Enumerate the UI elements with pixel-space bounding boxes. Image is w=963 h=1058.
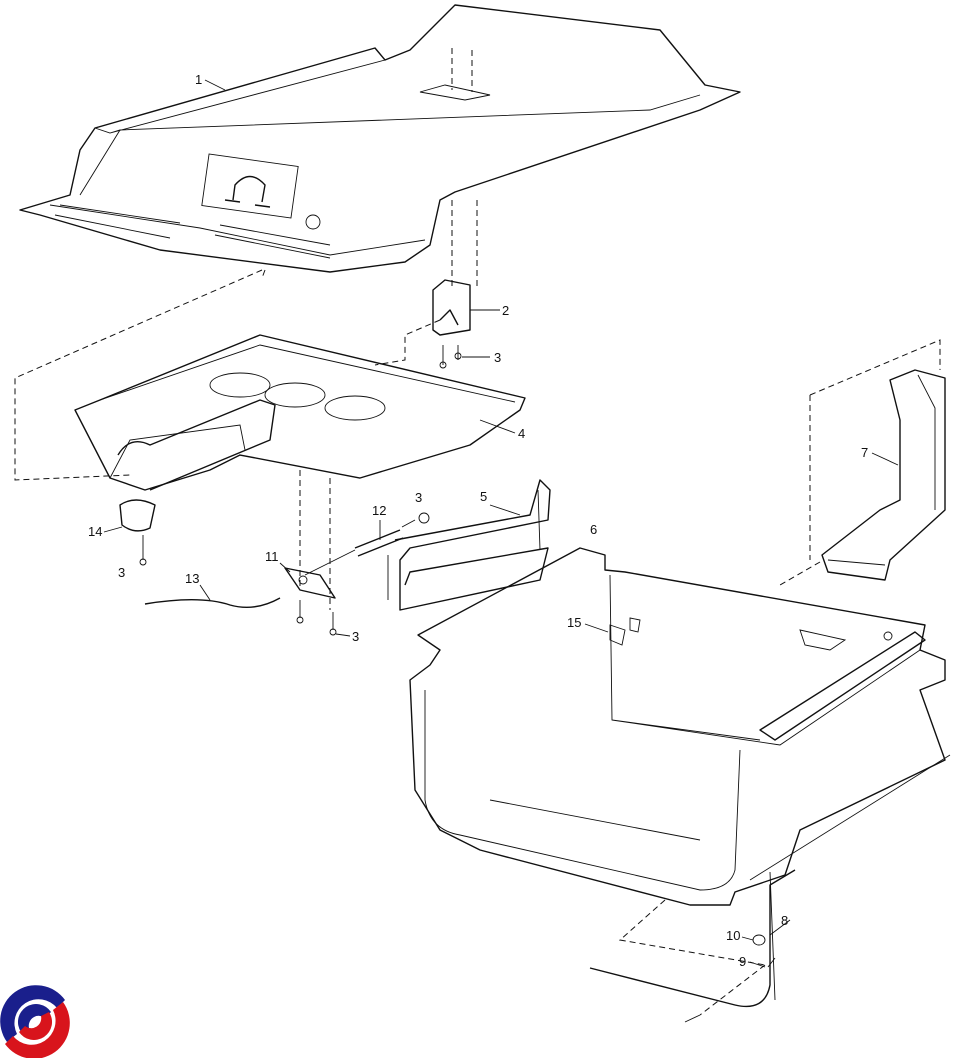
part-bracket (432, 279, 471, 369)
part-heating-element (387, 479, 551, 611)
callout-9: 9 (739, 954, 746, 969)
part-electrode (144, 512, 430, 636)
part-side-shield (779, 339, 946, 586)
callout-4: 4 (518, 426, 525, 441)
callout-8: 8 (781, 913, 788, 928)
part-oven-box (409, 547, 951, 1001)
part-top-cover (19, 4, 741, 273)
callouts: 1 2 3 4 3 5 12 7 14 3 11 13 6 15 3 10 8 … (88, 72, 899, 969)
part-burner-plate (74, 334, 526, 491)
callout-3b: 3 (415, 490, 422, 505)
callout-15: 15 (567, 615, 581, 630)
part-14-ring (119, 499, 156, 566)
callout-5: 5 (480, 489, 487, 504)
callout-14: 14 (88, 524, 102, 539)
callout-10: 10 (726, 928, 740, 943)
part-bottom-bracket (589, 869, 796, 1023)
callout-3d: 3 (352, 629, 359, 644)
callout-1: 1 (195, 72, 202, 87)
brand-logo (0, 985, 70, 1058)
callout-6: 6 (590, 522, 597, 537)
callout-2: 2 (502, 303, 509, 318)
callout-3c: 3 (118, 565, 125, 580)
callout-12: 12 (372, 503, 386, 518)
callout-11: 11 (265, 549, 279, 564)
callout-3a: 3 (494, 350, 501, 365)
callout-7: 7 (861, 445, 868, 460)
callout-13: 13 (185, 571, 199, 586)
